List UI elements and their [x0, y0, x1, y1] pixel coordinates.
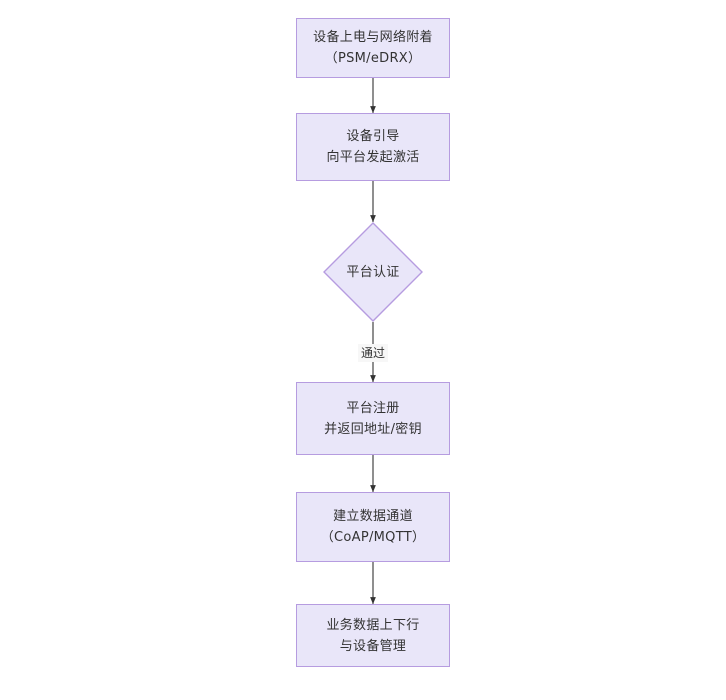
- node-device-power-on[interactable]: 设备上电与网络附着 （PSM/eDRX）: [296, 18, 450, 78]
- node-device-bootstrap[interactable]: 设备引导 向平台发起激活: [296, 113, 450, 181]
- node-label-line: 业务数据上下行: [326, 617, 420, 633]
- node-label-line: （PSM/eDRX）: [324, 51, 422, 66]
- node-label-line: 向平台发起激活: [326, 150, 420, 165]
- node-label-line: 平台认证: [346, 264, 400, 280]
- node-label-line: 平台注册: [346, 400, 400, 416]
- node-label-line: （CoAP/MQTT）: [320, 530, 426, 545]
- node-platform-registration[interactable]: 平台注册 并返回地址/密钥: [296, 382, 450, 455]
- node-label-line: 设备上电与网络附着: [313, 30, 433, 45]
- edge-label-pass: 通过: [357, 344, 389, 362]
- node-business-data-and-device-management[interactable]: 业务数据上下行 与设备管理: [296, 604, 450, 667]
- node-label-line: 建立数据通道: [333, 509, 413, 524]
- node-label-line: 与设备管理: [339, 638, 407, 654]
- node-label-line: 并返回地址/密钥: [324, 421, 422, 437]
- node-establish-data-channel[interactable]: 建立数据通道 （CoAP/MQTT）: [296, 492, 450, 562]
- node-label-line: 设备引导: [346, 129, 400, 144]
- node-platform-authentication[interactable]: 平台认证: [323, 222, 423, 322]
- diamond-shape-icon: [323, 222, 423, 322]
